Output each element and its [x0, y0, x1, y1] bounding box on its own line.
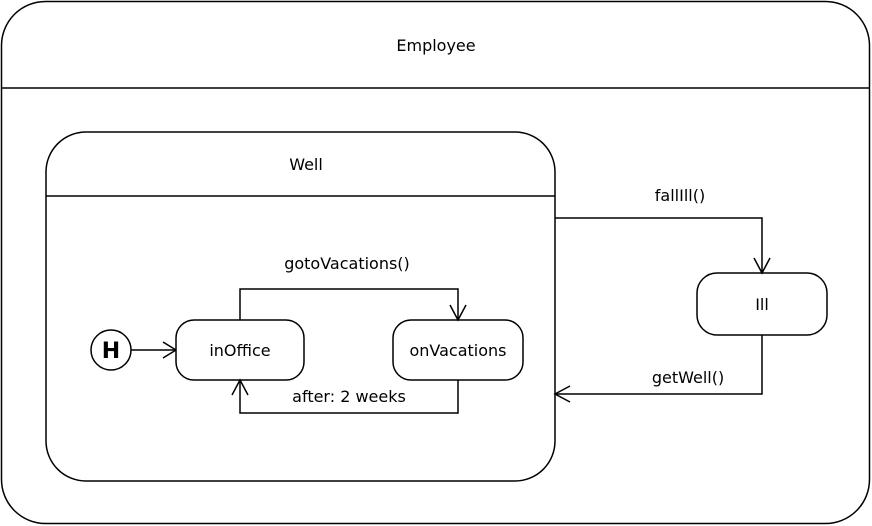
ill-state-label: Ill: [755, 295, 769, 314]
after-two-weeks-transition: after: 2 weeks: [231, 378, 459, 414]
ill-state: Ill: [696, 272, 828, 336]
onvacations-state-label: onVacations: [409, 341, 506, 360]
employee-state-title: Employee: [396, 36, 475, 55]
history-state: H: [90, 329, 132, 371]
fall-ill-transition: fallIll(): [555, 186, 771, 275]
fall-ill-label: fallIll(): [655, 186, 705, 205]
get-well-label: getWell(): [652, 368, 724, 387]
history-state-label: H: [102, 339, 120, 364]
well-state: Well: [45, 131, 556, 482]
goto-vacations-transition: gotoVacations(): [239, 254, 467, 322]
onvacations-state: onVacations: [392, 319, 524, 381]
inoffice-state: inOffice: [175, 319, 305, 381]
after-two-weeks-label: after: 2 weeks: [292, 387, 406, 406]
goto-vacations-label: gotoVacations(): [284, 254, 410, 273]
inoffice-state-label: inOffice: [209, 341, 270, 360]
well-state-title: Well: [289, 155, 323, 174]
get-well-transition: getWell(): [553, 335, 763, 403]
